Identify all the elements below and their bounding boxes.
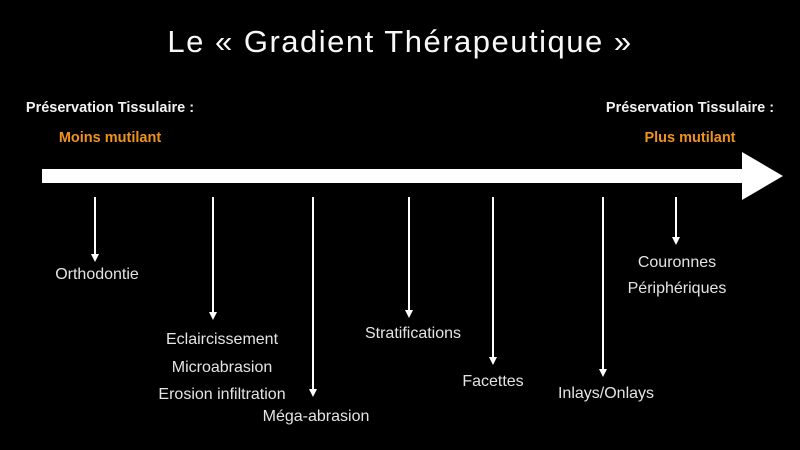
- down-arrow-facettes: [489, 197, 497, 365]
- axis-right-caption: Préservation Tissulaire :: [605, 100, 775, 116]
- treatment-label-peripheriques: Périphériques: [627, 280, 727, 297]
- axis-right-value-more-mutilating: Plus mutilant: [644, 130, 736, 146]
- gradient-axis-arrow-head-icon: [742, 152, 783, 200]
- down-arrow-mega-abrasion: [309, 197, 317, 397]
- treatment-label-group-eclaircissement: Eclaircissement Microabrasion Erosion in…: [158, 326, 285, 409]
- treatment-label-orthodontie: Orthodontie: [55, 266, 139, 283]
- axis-label-right: Préservation Tissulaire : Plus mutilant: [590, 100, 790, 146]
- axis-label-left: Préservation Tissulaire : Moins mutilant: [10, 100, 210, 146]
- treatment-label-inlays-onlays: Inlays/Onlays: [557, 385, 655, 402]
- down-arrow-orthodontie: [91, 197, 99, 262]
- treatment-label-group-couronnes: Couronnes Périphériques: [628, 250, 727, 302]
- treatment-label-microabrasion: Microabrasion: [171, 358, 273, 376]
- down-arrow-eclaircissement-group: [209, 197, 217, 320]
- axis-left-caption: Préservation Tissulaire :: [25, 100, 195, 116]
- treatment-label-facettes: Facettes: [462, 373, 524, 390]
- treatment-label-couronnes: Couronnes: [637, 254, 717, 271]
- treatment-label-mega-abrasion: Méga-abrasion: [262, 408, 370, 425]
- down-arrow-stratifications: [405, 197, 413, 318]
- page-title: Le « Gradient Thérapeutique »: [167, 24, 633, 59]
- treatment-label-eclaircissement: Eclaircissement: [165, 331, 279, 348]
- gradient-axis-arrow-shaft: [42, 169, 742, 183]
- treatment-label-erosion-infiltration: Erosion infiltration: [158, 386, 286, 403]
- down-arrow-couronnes: [672, 197, 680, 245]
- axis-left-value-less-mutilating: Moins mutilant: [58, 130, 162, 146]
- treatment-label-stratifications: Stratifications: [364, 325, 462, 342]
- down-arrow-inlays-onlays: [599, 197, 607, 377]
